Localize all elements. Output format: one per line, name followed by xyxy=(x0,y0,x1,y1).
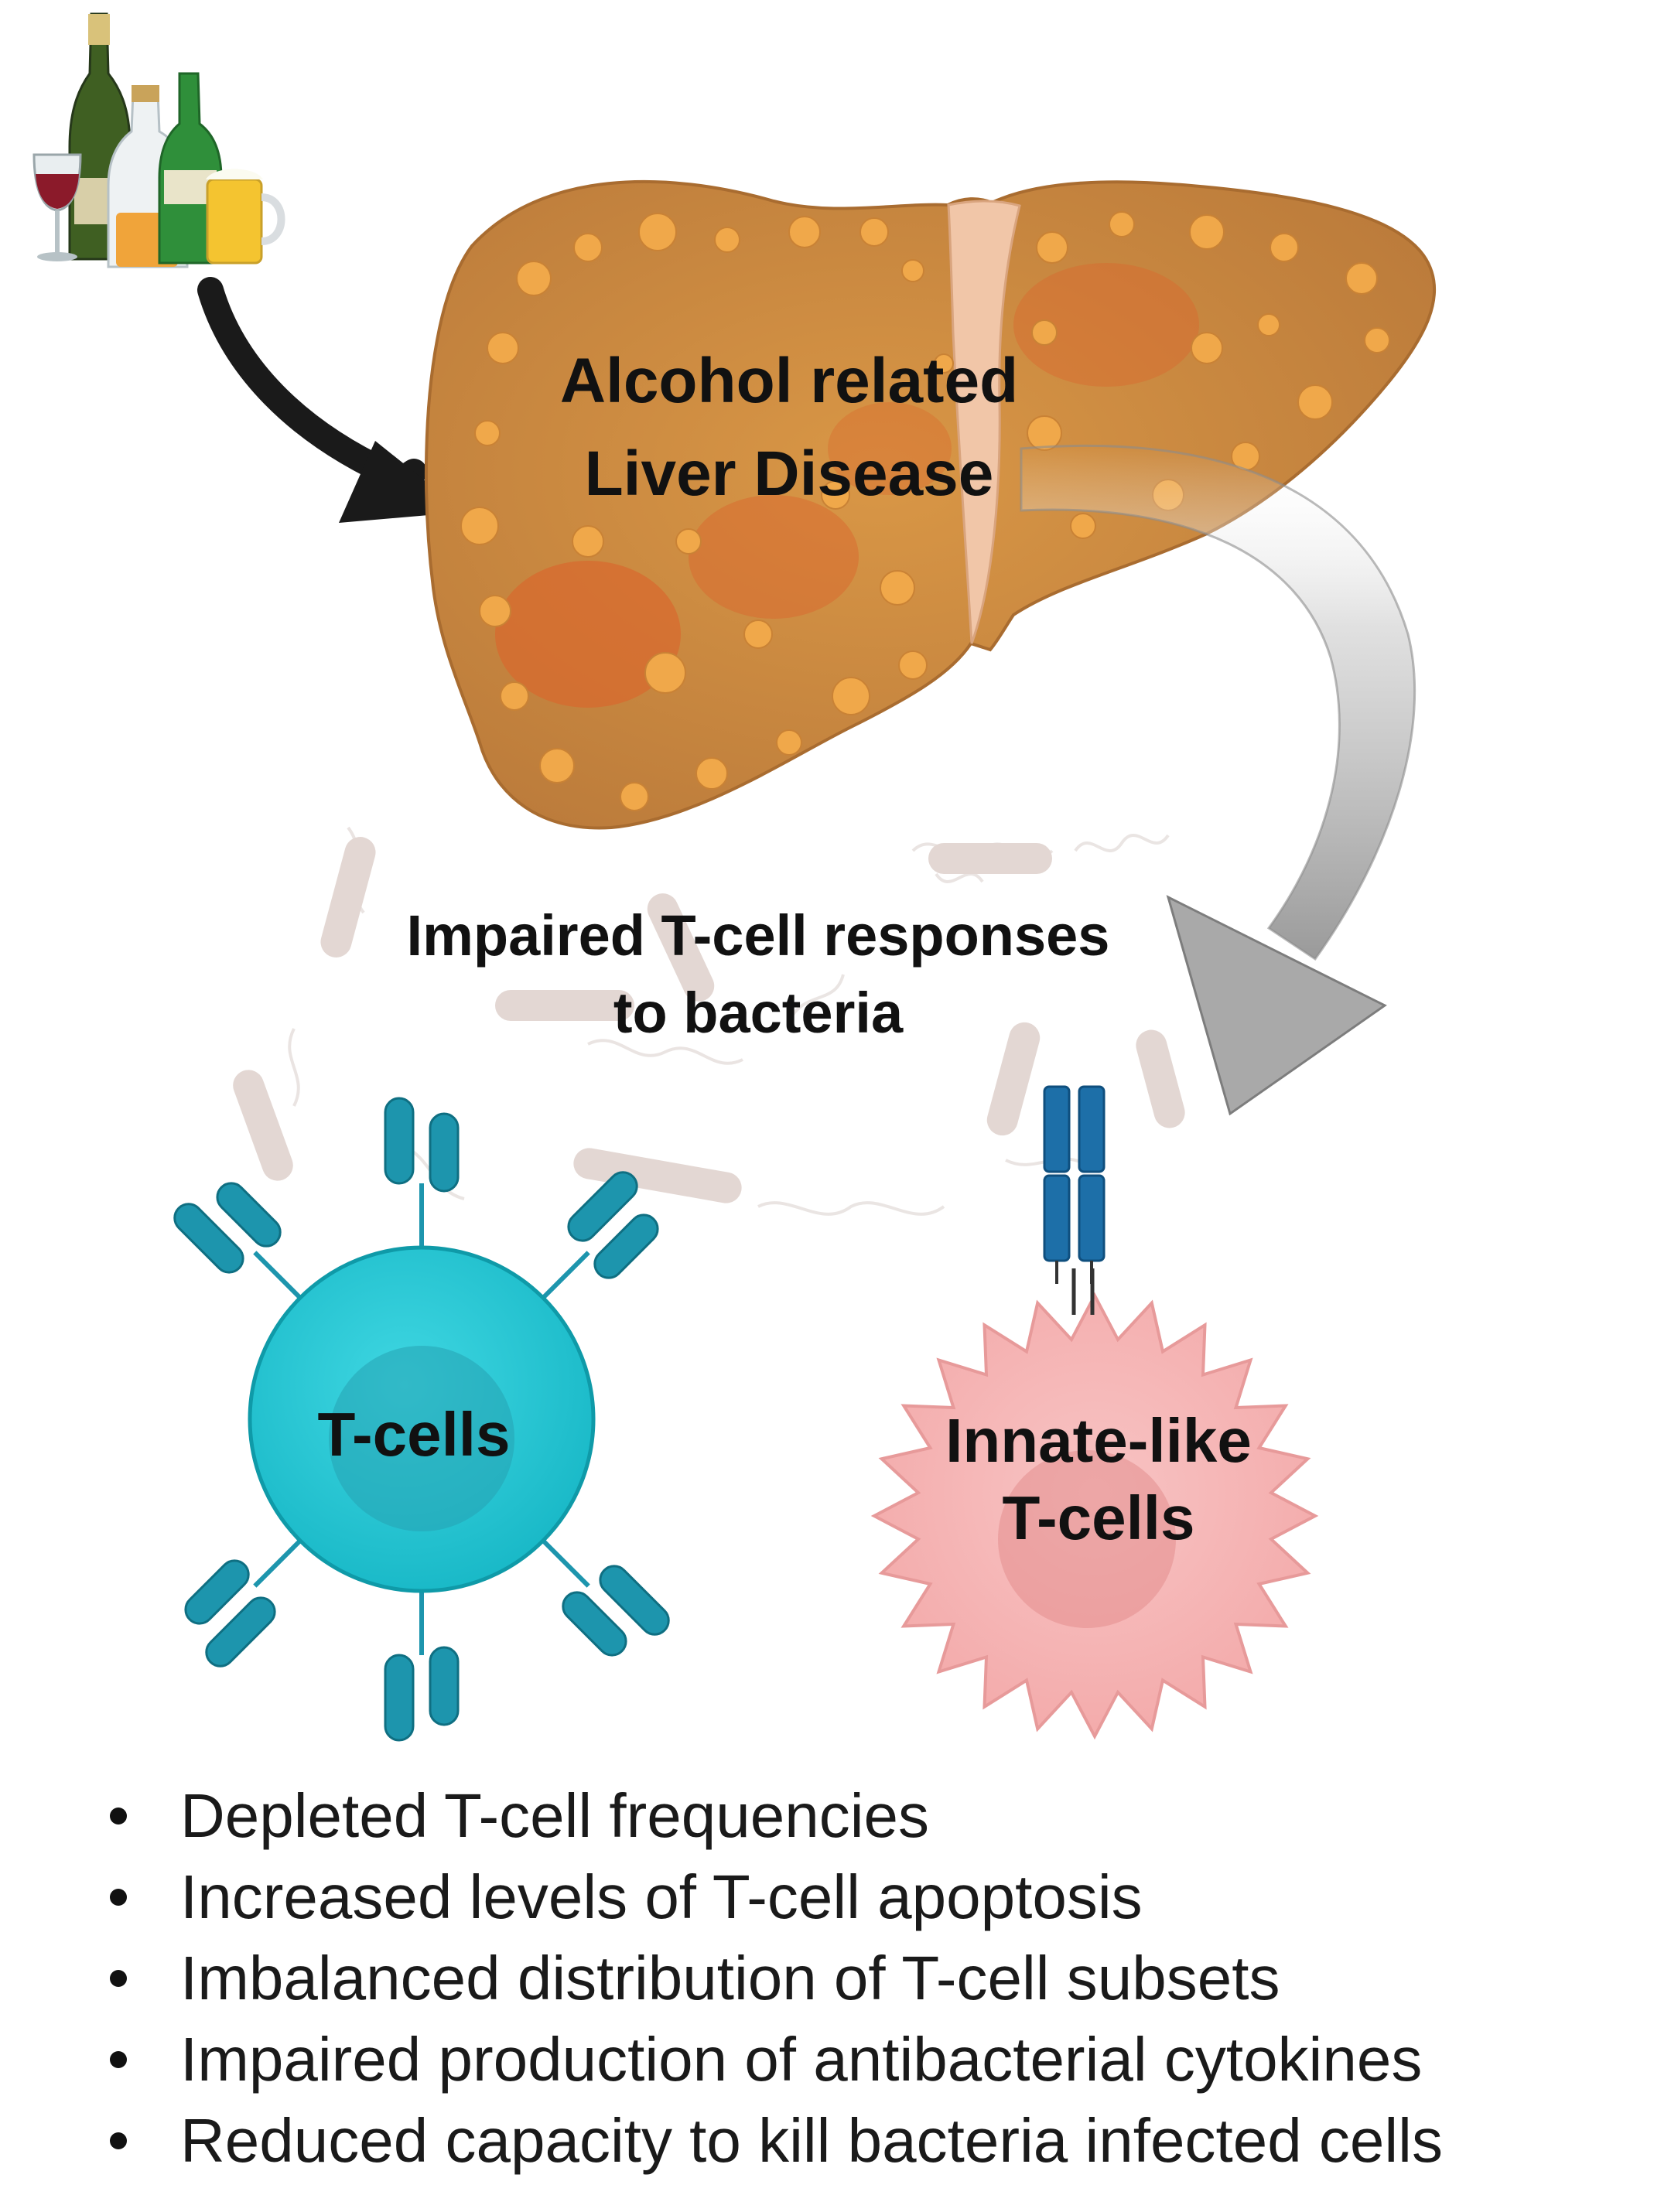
liver-label-line2: Liver Disease xyxy=(585,439,994,509)
bacteria-label-line2: to bacteria xyxy=(613,981,904,1045)
liver-label-line1: Alcohol related xyxy=(560,346,1018,416)
t-cell-icon xyxy=(173,1097,670,1742)
innate-receptor-icon xyxy=(1043,1085,1106,1315)
finding-item: Increased levels of T-cell apoptosis xyxy=(99,1856,1443,1937)
liver-icon xyxy=(424,179,1437,830)
finding-item: Reduced capacity to kill bacteria infect… xyxy=(99,2100,1443,2181)
alcohol-bottles-icon xyxy=(32,12,285,268)
tcell-label: T-cells xyxy=(317,1400,510,1469)
bacteria-icon xyxy=(233,826,1185,1216)
innate-label-line2: T-cells xyxy=(1002,1483,1194,1552)
tcr-receptors xyxy=(173,1097,670,1742)
findings-list: Depleted T-cell frequencies Increased le… xyxy=(99,1775,1443,2181)
gray-arrow-icon xyxy=(1020,444,1416,1116)
innate-like-t-cell-icon xyxy=(870,1085,1319,1740)
finding-item: Imbalanced distribution of T-cell subset… xyxy=(99,1937,1443,2019)
finding-item: Impaired production of antibacterial cyt… xyxy=(99,2019,1443,2100)
innate-label-line1: Innate-like xyxy=(945,1406,1252,1475)
bacteria-label-line1: Impaired T-cell responses xyxy=(407,903,1110,968)
finding-item: Depleted T-cell frequencies xyxy=(99,1775,1443,1856)
